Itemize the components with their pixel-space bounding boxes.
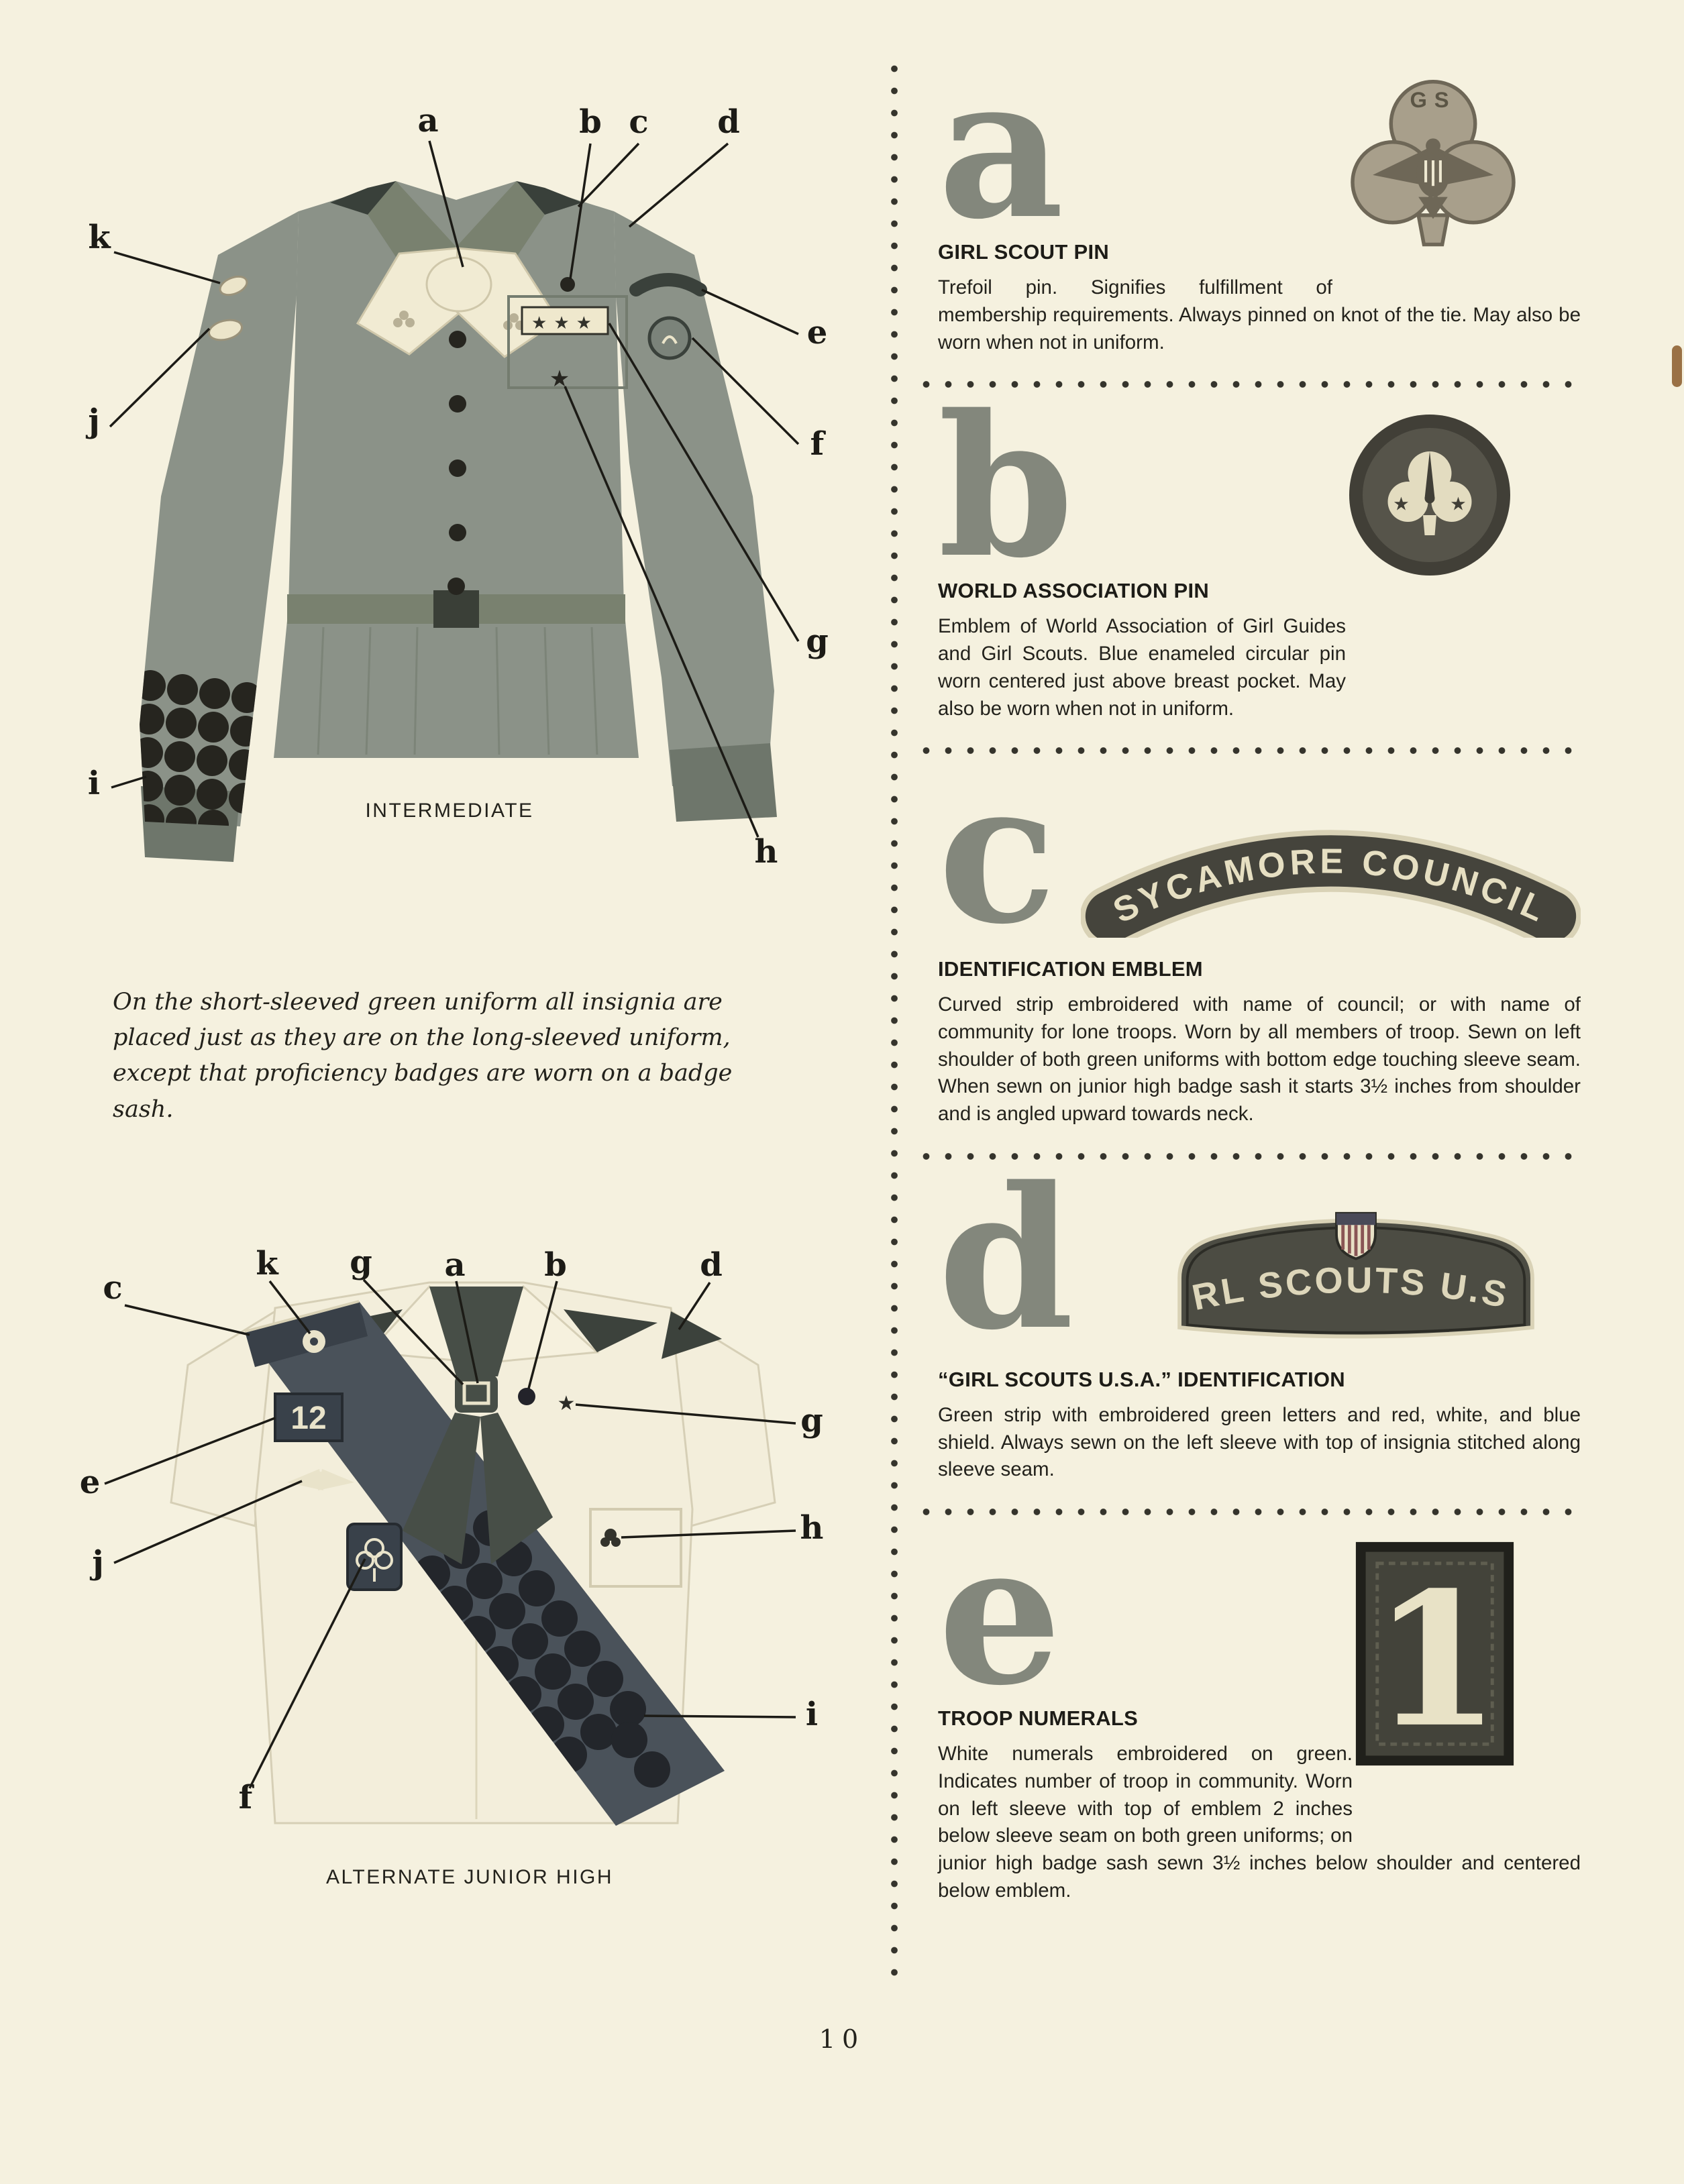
section-heading-c: IDENTIFICATION EMBLEM xyxy=(938,957,1203,981)
junior-high-callouts: c k g a b d e j f g h i xyxy=(80,1244,824,1816)
uniform-note: On the short-sleeved green uniform all i… xyxy=(113,989,733,1123)
girl-scout-pin-image: GS xyxy=(1332,72,1534,284)
callout-f: f xyxy=(810,425,827,463)
council-strip-illustration: SYCAMORE COUNCIL xyxy=(1080,830,1582,948)
callout-g: g xyxy=(806,622,829,660)
world-association-pin-image: ★ ★ xyxy=(1346,411,1514,679)
callout-c: c xyxy=(103,1269,122,1307)
dotted-divider xyxy=(915,747,1581,755)
council-strip-image: SYCAMORE COUNCIL xyxy=(1080,789,1582,948)
troop-numeral-illustration: 1 xyxy=(1355,1541,1514,1768)
callout-a: a xyxy=(417,102,438,140)
callout-f: f xyxy=(239,1779,255,1816)
section-letter-a: a xyxy=(938,34,1064,262)
intermediate-callout-lines xyxy=(109,140,800,838)
section-body-c: Curved strip embroidered with name of co… xyxy=(938,993,1581,1126)
troop-numeral-text: 1 xyxy=(1372,1551,1500,1768)
section-heading-e: TROOP NUMERALS xyxy=(938,1706,1139,1731)
callout-h: h xyxy=(755,833,778,871)
pin-monogram: GS xyxy=(1410,87,1456,112)
section-girl-scout-pin: GS a GIRL SCOUT PIN Trefoil pin. Signifi… xyxy=(938,34,1581,356)
section-letter-d: d xyxy=(938,1144,1074,1373)
troop-number-patch: 12 xyxy=(291,1401,326,1436)
callout-a: a xyxy=(444,1246,465,1284)
world-pin-illustration: ★ ★ xyxy=(1349,415,1510,576)
section-heading-d: “GIRL SCOUTS U.S.A.” IDENTIFICATION xyxy=(938,1367,1345,1391)
callout-c: c xyxy=(629,103,648,141)
intermediate-caption: INTERMEDIATE xyxy=(365,800,534,822)
callout-j: j xyxy=(89,1544,103,1582)
section-letter-c: c xyxy=(938,739,1057,968)
section-heading-a: GIRL SCOUT PIN xyxy=(938,240,1110,264)
callout-g-top: g xyxy=(350,1244,372,1281)
column-divider xyxy=(890,58,899,1989)
section-letter-e: e xyxy=(938,1500,1062,1729)
junior-high-callout-lines xyxy=(104,1278,796,1789)
section-world-association-pin: ★ ★ b WORLD ASSOCIATION PIN Emblem of Wo… xyxy=(938,373,1581,722)
wings-badge xyxy=(287,1469,354,1490)
callout-e: e xyxy=(80,1464,101,1501)
gsusa-patch-image: GIRL SCOUTS U.S.A. xyxy=(1146,1158,1550,1352)
callout-d: d xyxy=(700,1246,723,1284)
section-troop-numerals: 1 e TROOP NUMERALS White numerals embroi… xyxy=(938,1500,1581,1904)
paper-blemish xyxy=(1672,345,1682,387)
callout-h: h xyxy=(800,1509,824,1547)
callout-i: i xyxy=(88,765,100,802)
dotted-divider xyxy=(915,1152,1581,1160)
callout-d: d xyxy=(717,103,740,141)
junior-high-uniform-figure: 12 ★ xyxy=(54,1181,886,1912)
section-identification-emblem: c SYCAMORE COUNCIL IDENTIFICATION EMBLEM… xyxy=(938,739,1582,1128)
page-number: 10 xyxy=(819,2024,865,2054)
callout-k: k xyxy=(88,219,111,256)
section-heading-b: WORLD ASSOCIATION PIN xyxy=(938,579,1210,603)
callout-i: i xyxy=(806,1696,818,1733)
troop-numeral-patch-image: 1 xyxy=(1353,1539,1517,1827)
section-gsusa-identification: d GIRL SCOU xyxy=(938,1144,1581,1484)
insignia-descriptions-column: GS a GIRL SCOUT PIN Trefoil pin. Signifi… xyxy=(915,34,1582,1904)
svg-text:★★★: ★★★ xyxy=(531,313,598,333)
section-letter-b: b xyxy=(938,373,1074,602)
dotted-divider xyxy=(915,1507,1581,1516)
junior-high-uniform-illustration: 12 ★ xyxy=(80,1244,824,1826)
callout-k: k xyxy=(256,1245,279,1282)
intermediate-uniform-illustration: ★★★ ★ xyxy=(85,102,828,871)
svg-text:★: ★ xyxy=(1393,494,1410,514)
intermediate-uniform-figure: ★★★ ★ xyxy=(60,87,872,946)
callout-j: j xyxy=(85,402,99,440)
callout-b: b xyxy=(579,103,602,141)
dotted-divider xyxy=(915,380,1581,389)
section-body-e: White numerals embroidered on green. Ind… xyxy=(938,1743,1581,1902)
shield-emblem xyxy=(1335,1211,1377,1260)
section-body-d: Green strip with embroidered green lette… xyxy=(938,1403,1581,1481)
trefoil-pin-illustration: GS xyxy=(1351,80,1516,247)
intermediate-callouts: a b c d e f g h k j i xyxy=(85,102,828,871)
gsusa-patch-illustration: GIRL SCOUTS U.S.A. xyxy=(1146,1158,1534,1339)
section-body-b: Emblem of World Association of Girl Guid… xyxy=(938,615,1346,720)
svg-text:★: ★ xyxy=(558,1393,576,1415)
junior-high-caption: ALTERNATE JUNIOR HIGH xyxy=(325,1866,614,1888)
section-body-a: Trefoil pin. Signifies fulfillment of me… xyxy=(938,276,1581,353)
callout-g-right: g xyxy=(800,1402,823,1439)
svg-text:★: ★ xyxy=(1450,494,1467,514)
callout-b: b xyxy=(544,1246,567,1284)
callout-e: e xyxy=(807,314,828,351)
